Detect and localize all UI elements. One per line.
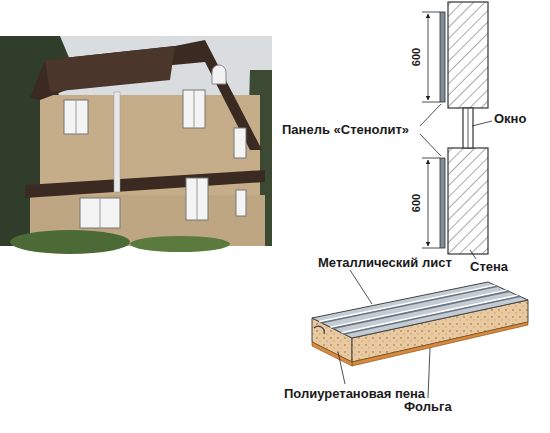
panel-illustration <box>312 270 528 398</box>
part-label: Панель «Стенолит» <box>282 123 409 137</box>
ridge-line <box>319 285 495 321</box>
part-label: Металлический лист <box>318 256 452 270</box>
ridge-line <box>333 291 509 328</box>
dimension: 600 <box>410 48 422 66</box>
house-photo <box>0 36 272 254</box>
dimension: 600 <box>410 194 422 212</box>
part-label: Полиуретановая пена <box>284 387 425 401</box>
wall-section <box>420 2 492 259</box>
part-label: Окно <box>494 112 526 126</box>
ridge-line <box>330 290 506 327</box>
part-label: Фольга <box>404 400 452 414</box>
ridge-line <box>342 295 518 332</box>
part-label: Стена <box>470 260 508 274</box>
